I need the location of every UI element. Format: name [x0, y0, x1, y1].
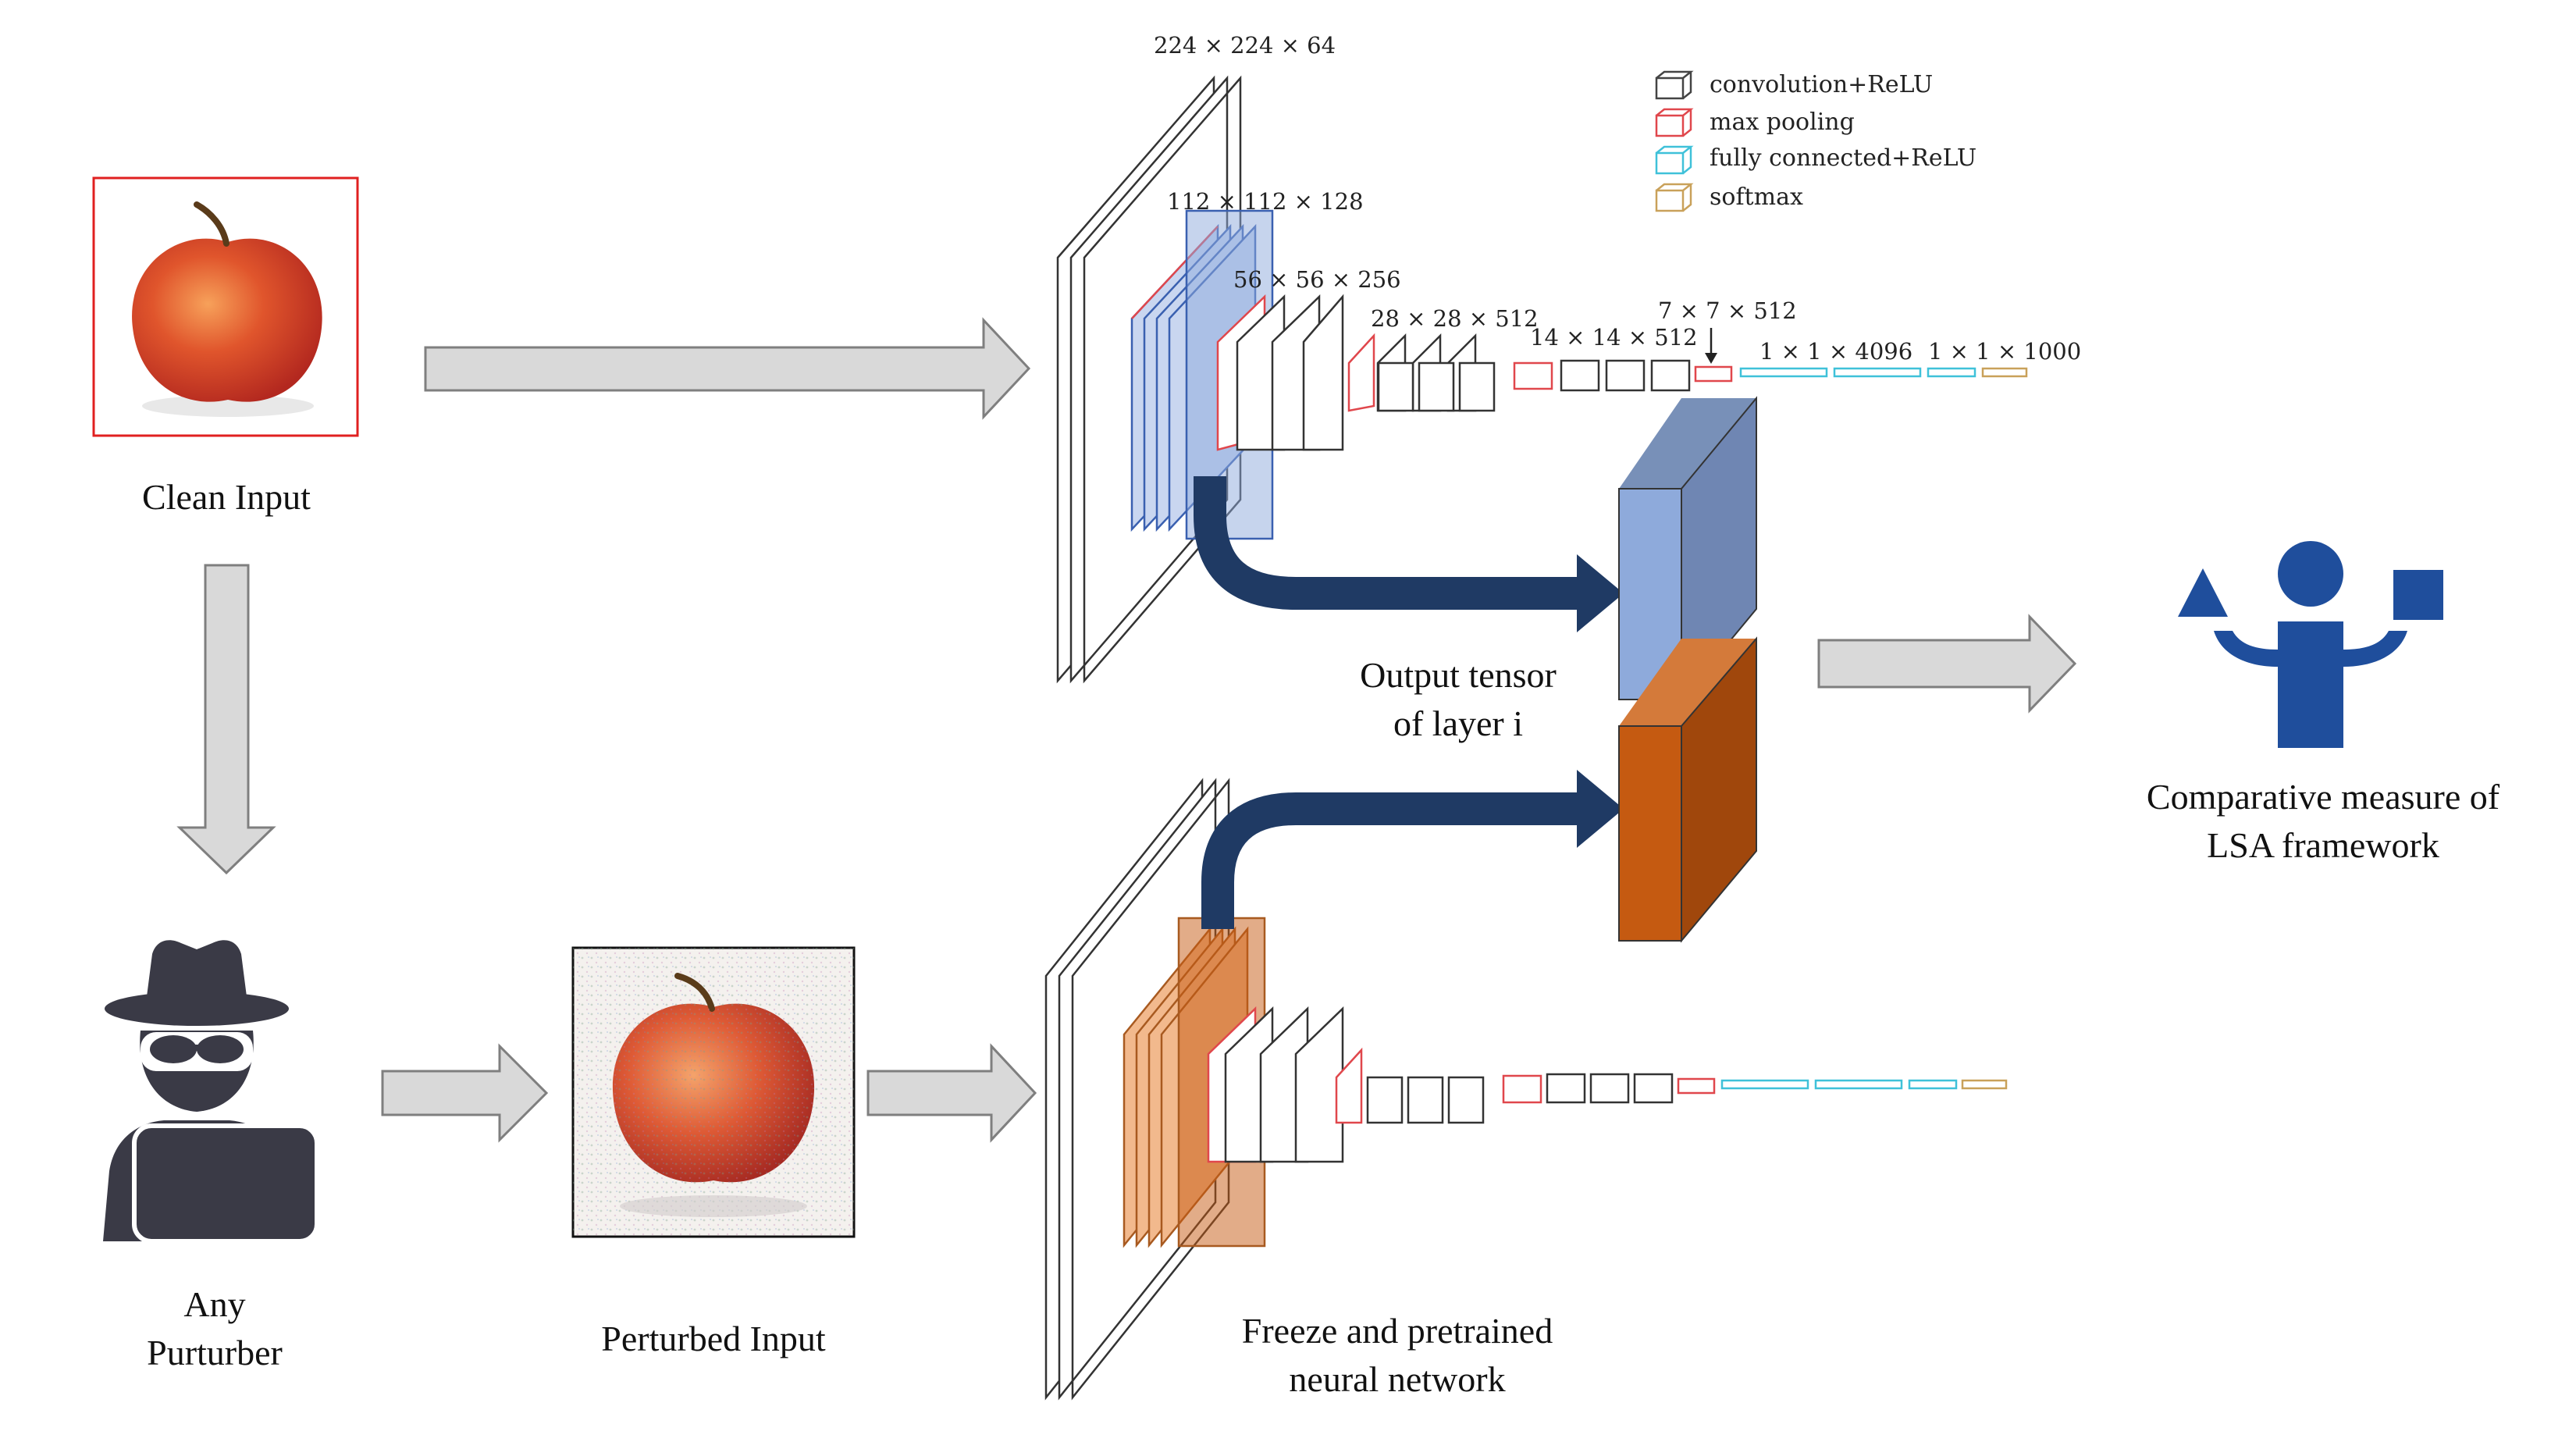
- arrow-to-comparative: [1817, 614, 2077, 714]
- legend-label-pool: max pooling: [1710, 109, 1855, 136]
- legend: convolution+ReLU max pooling fully conne…: [1655, 70, 1976, 212]
- output-tensor-orange: [1618, 636, 1757, 943]
- navy-arrow-top: [1194, 476, 1585, 610]
- dim-label-4: 28 × 28 × 512: [1371, 305, 1539, 332]
- dim-label-1: 224 × 224 × 64: [1154, 32, 1336, 59]
- navy-arrow-top-head: [1577, 554, 1624, 632]
- dim-label-5: 14 × 14 × 512: [1530, 324, 1698, 351]
- dim-label-6: 7 × 7 × 512: [1658, 297, 1797, 324]
- navy-arrow-bottom: [1201, 792, 1585, 929]
- arrow-clean-to-network: [424, 317, 1031, 420]
- frozen-network-label-line1: Freeze and pretrained: [1242, 1311, 1553, 1351]
- navy-arrow-bottom-head: [1577, 770, 1624, 848]
- dim-label-2: 112 × 112 × 128: [1167, 188, 1364, 215]
- dim-label-7: 1 × 1 × 4096: [1759, 338, 1912, 365]
- comparative-label-line2: LSA framework: [2207, 825, 2439, 865]
- comparative-label-line1: Comparative measure of: [2147, 777, 2500, 817]
- pointer-arrow-head: [1705, 353, 1717, 364]
- arrow-clean-to-purturber: [176, 564, 276, 875]
- output-tensor-blue: [1618, 396, 1757, 702]
- arrow-purturber-to-perturbed: [381, 1043, 549, 1143]
- noisy-apple-image: [612, 973, 815, 1217]
- output-tensor-label-line1: Output tensor: [1360, 655, 1557, 695]
- legend-item-fc: fully connected+ReLU: [1655, 144, 1976, 175]
- bottom-network: [1044, 778, 2008, 1401]
- legend-item-conv: convolution+ReLU: [1655, 70, 1933, 100]
- purturber-label-line1: Any: [183, 1284, 245, 1324]
- legend-label-fc: fully connected+ReLU: [1710, 144, 1976, 172]
- purturber-label-line2: Purturber: [147, 1333, 283, 1372]
- perturbed-input-panel: [571, 946, 856, 1238]
- legend-item-softmax: softmax: [1655, 183, 1803, 212]
- dim-label-8: 1 × 1 × 1000: [1928, 338, 2081, 365]
- legend-label-conv: convolution+ReLU: [1710, 71, 1933, 98]
- legend-item-pool: max pooling: [1655, 108, 1855, 137]
- clean-input-label: Clean Input: [142, 477, 311, 517]
- hacker-icon: [103, 940, 319, 1244]
- output-tensor-label-line2: of layer i: [1393, 703, 1523, 743]
- arrow-perturbed-to-network: [866, 1043, 1037, 1143]
- apple-image: [132, 201, 322, 417]
- comparison-person-icon: [2178, 541, 2443, 748]
- legend-label-softmax: softmax: [1710, 183, 1803, 211]
- dim-label-3: 56 × 56 × 256: [1233, 266, 1401, 293]
- clean-input-panel: [92, 176, 359, 437]
- top-network: [1056, 75, 2028, 684]
- frozen-network-label-line2: neural network: [1289, 1359, 1505, 1399]
- perturbed-input-label: Perturbed Input: [601, 1319, 826, 1358]
